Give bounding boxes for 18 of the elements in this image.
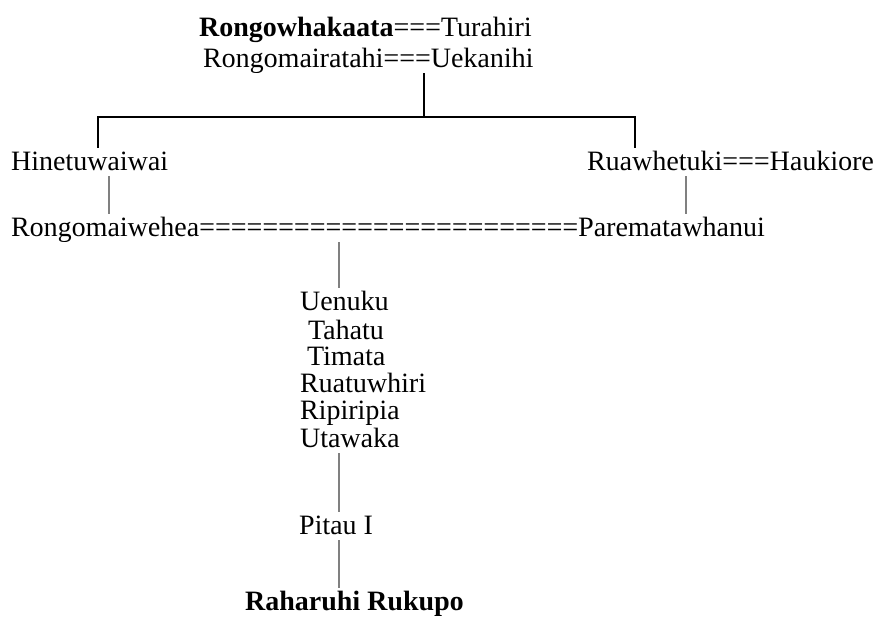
connector-line	[338, 452, 340, 512]
name-text: Rongomairatahi===Uekanihi	[203, 45, 534, 73]
name-text: Rongowhakaata===Turahiri	[199, 14, 532, 42]
connector-line	[423, 73, 636, 148]
connector-line	[108, 176, 110, 214]
name-text: Timata	[307, 343, 386, 371]
name-text: Ruatuwhiri	[300, 370, 426, 398]
name-text: Rongomaiwehea========================Parematawhanui	[11, 214, 765, 242]
name-text: Hinetuwaiwai	[11, 148, 168, 176]
name-text: Ripiripia	[300, 397, 400, 425]
connector-line	[338, 242, 340, 288]
name-text: Tahatu	[308, 317, 384, 345]
name-text: Uenuku	[300, 288, 389, 316]
name-text: Utawaka	[300, 425, 400, 453]
name-text: Pitau I	[299, 512, 373, 540]
name-text: Ruawhetuki===Haukiore	[587, 148, 874, 176]
connector-line	[338, 540, 340, 588]
name-text: Raharuhi Rukupo	[245, 588, 464, 616]
